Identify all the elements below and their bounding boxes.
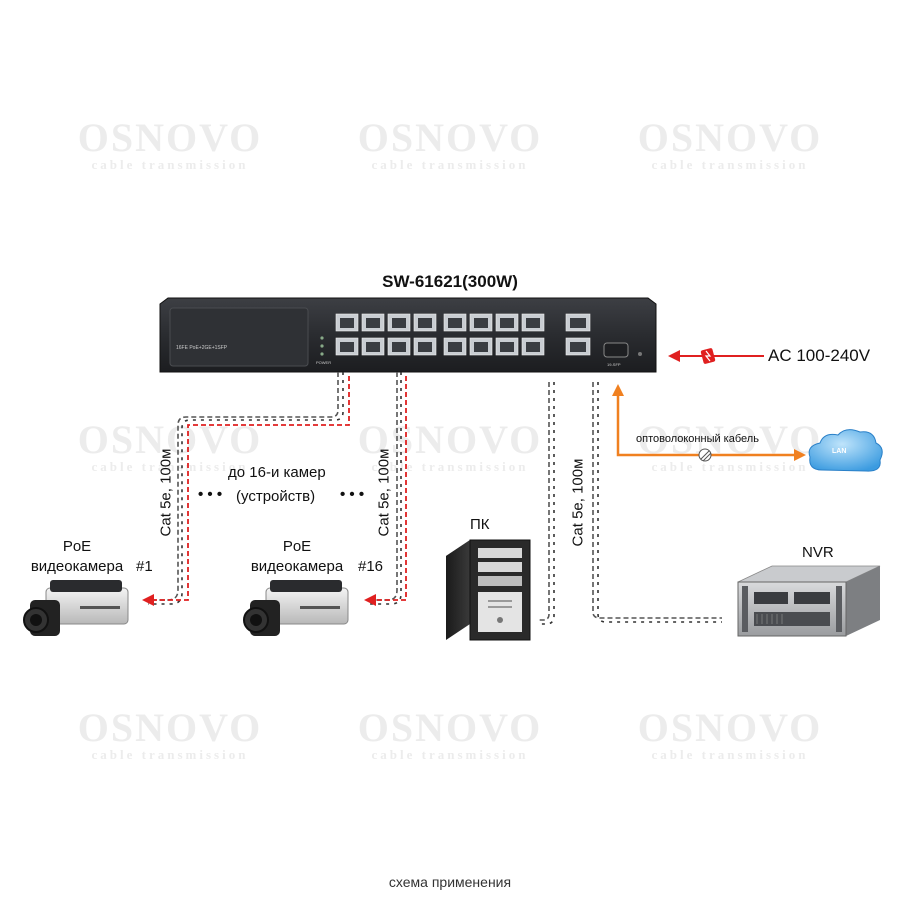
cable-camera16 [364,372,407,606]
camera16-icon [243,580,349,636]
cable-camera1 [142,372,350,606]
sfp-port [603,342,629,358]
cable-label-mid: Cat 5e, 100м [375,448,393,537]
camera1-label-line2: видеокамера [30,558,124,575]
camera16-label-line2: видеокамера [250,558,344,575]
cameras-note-line1: до 16-и камер [228,464,326,481]
uplink-ports [565,313,591,356]
camera1-label-line1: PoE [62,538,92,555]
nvr-label: NVR [802,544,834,561]
power-arrow [668,348,764,364]
switch-front-label: 16FE PoE+2GE+1SFP [176,345,228,351]
led-indicator [320,336,324,340]
nvr-icon [737,565,881,637]
lan-cloud [808,429,883,472]
diagram-title: SW-61621(300W) [382,272,518,291]
switch-device [159,297,657,373]
cable-label-right: Cat 5e, 100м [569,458,587,547]
pc-icon [446,539,531,641]
fiber-cable [612,384,806,462]
switch-sfp-label: 19-SFP [607,362,621,367]
dots-left: • • • [198,486,223,503]
lan-label: LAN [832,448,847,455]
reset-button [638,352,642,356]
led-indicator [320,352,324,356]
cable-pc [538,382,555,625]
caption: схема применения [388,874,512,890]
poe-ports [335,313,545,356]
camera1-icon [23,580,129,636]
led-indicator [320,344,324,348]
cable-nvr [592,382,722,623]
camera16-number: #16 [358,558,384,575]
switch-power-label: POWER [316,360,332,365]
camera16-label-line1: PoE [282,538,312,555]
fiber-label: оптоволоконный кабель [636,433,759,445]
dots-right: • • • [340,486,365,503]
camera1-number: #1 [136,558,153,575]
power-label: AC 100-240V [768,346,871,365]
pc-label: ПК [470,516,490,533]
cable-label-left: Cat 5e, 100м [157,448,175,537]
cameras-note-line2: (устройств) [236,488,316,505]
